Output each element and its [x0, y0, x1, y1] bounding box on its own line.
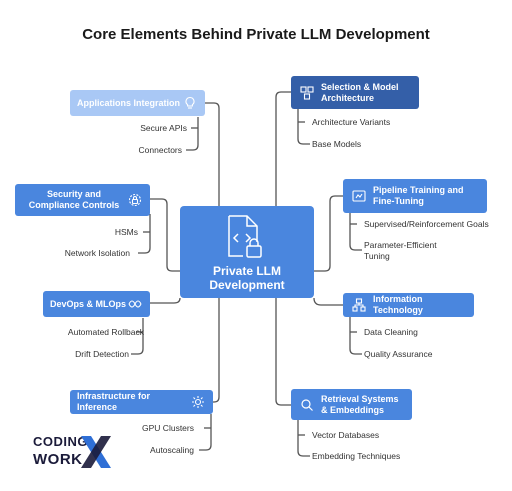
list-item: Data Cleaning [364, 327, 418, 337]
logo-x-mark [81, 436, 111, 468]
node-label: DevOps & MLOps [50, 298, 127, 309]
node-security-compliance: Security and Compliance Controls [15, 184, 150, 216]
node-selection-model-architecture: Selection & Model Architecture [291, 76, 419, 109]
node-label: Applications Integration [77, 97, 181, 108]
list-item: Parameter-Efficient Tuning [364, 240, 454, 262]
diagram-title: Core Elements Behind Private LLM Develop… [82, 26, 430, 43]
central-label: Private LLM Development [209, 264, 285, 292]
list-item: GPU Clusters [142, 423, 194, 433]
list-item: Network Isolation [64, 248, 130, 258]
node-label: Pipeline Training and Fine-Tuning [373, 185, 464, 206]
code-file-lock-icon [225, 214, 269, 267]
node-retrieval-systems: Retrieval Systems & Embeddings [291, 389, 412, 420]
network-icon [350, 296, 368, 314]
infrastructure-icon [189, 393, 207, 411]
central-node: Private LLM Development [180, 206, 314, 298]
pipeline-icon [126, 295, 144, 313]
node-label: Information Technology [373, 294, 423, 315]
node-label: Selection & Model Architecture [321, 81, 399, 103]
logo-text-line1: CODING [33, 434, 88, 449]
node-pipeline-training: Pipeline Training and Fine-Tuning [343, 179, 487, 213]
list-item: Base Models [312, 139, 362, 149]
list-item: Drift Detection [75, 349, 129, 359]
lightbulb-icon [181, 94, 199, 112]
list-item: Quality Assurance [364, 349, 433, 359]
list-item: Connectors [138, 145, 182, 155]
architecture-icon [298, 84, 316, 102]
codingwork-logo: CODING WORK [33, 434, 113, 474]
list-item: HSMs [114, 227, 138, 237]
list-item: Secure APIs [140, 123, 187, 133]
node-infrastructure-inference: Infrastructure for Inference [70, 390, 213, 414]
node-information-technology: Information Technology [343, 293, 474, 317]
training-icon [350, 187, 368, 205]
list-item: Automated Rollback [67, 327, 144, 337]
list-item: Embedding Techniques [312, 451, 401, 461]
list-item: Vector Databases [312, 430, 380, 440]
node-label: Retrieval Systems & Embeddings [321, 393, 399, 415]
list-item: Supervised/Reinforcement Goals [364, 219, 489, 229]
list-item: Autoscaling [150, 445, 194, 455]
node-label: Infrastructure for Inference [77, 391, 151, 412]
node-devops-mlops: DevOps & MLOps [43, 291, 150, 317]
node-applications-integration: Applications Integration [70, 90, 205, 116]
search-icon [298, 396, 316, 414]
lock-gear-icon [126, 191, 144, 209]
node-label: Security and Compliance Controls [28, 189, 120, 210]
list-item-text: Parameter-Efficient Tuning [364, 240, 437, 261]
logo-text-line2: WORK [33, 451, 83, 468]
list-item: Architecture Variants [312, 117, 391, 127]
